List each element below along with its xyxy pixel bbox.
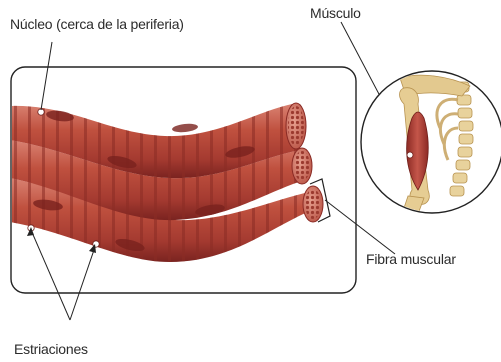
label-striations: Estriaciones <box>14 341 88 357</box>
label-muscle: Músculo <box>310 5 361 21</box>
label-nucleus: Núcleo (cerca de la periferia) <box>10 16 184 32</box>
label-fiber: Fibra muscular <box>366 251 456 267</box>
arm-inset <box>361 71 501 214</box>
